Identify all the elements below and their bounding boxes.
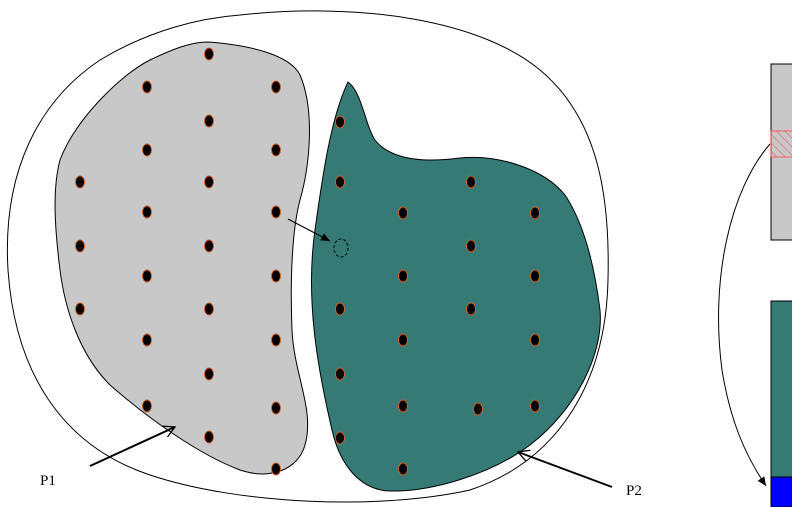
p1-dot (143, 81, 152, 93)
p2-dot (531, 207, 540, 219)
p1-dot (272, 81, 281, 93)
p2-dot (399, 207, 408, 219)
p1-dot (205, 48, 214, 60)
p1-dot (205, 303, 214, 315)
p2-dot (399, 400, 408, 412)
p2-dot (336, 176, 345, 188)
p1-dot (272, 402, 281, 414)
p1-dot (143, 400, 152, 412)
p1-dot (272, 206, 281, 218)
p2-dot (531, 400, 540, 412)
p2-pointer-arrow (518, 452, 612, 487)
p1-dot (76, 240, 85, 252)
transfer-curve-arrow (719, 144, 770, 486)
p2-dot (467, 240, 476, 252)
p1-dot (205, 176, 214, 188)
p2-dot (399, 270, 408, 282)
p1-dot (143, 206, 152, 218)
green-bar (771, 301, 792, 477)
p2-dot (531, 270, 540, 282)
blue-segment (771, 477, 792, 507)
p1-dot (272, 144, 281, 156)
p2-dot (474, 403, 483, 415)
p2-dot (467, 176, 476, 188)
p1-dot (143, 334, 152, 346)
p1-dot (76, 176, 85, 188)
p1-pointer-arrow (90, 427, 175, 466)
p2-dot (336, 368, 345, 380)
p1-dot (205, 115, 214, 127)
region-p2 (311, 82, 600, 491)
p1-dot (205, 368, 214, 380)
p1-dot (76, 303, 85, 315)
p1-dot (205, 240, 214, 252)
p2-dot (399, 334, 408, 346)
p2-dot (336, 432, 345, 444)
p2-label: P2 (626, 483, 642, 499)
p1-dot (272, 270, 281, 282)
p1-dot (205, 431, 214, 443)
hatched-segment (771, 131, 792, 157)
p1-dot (272, 334, 281, 346)
p1-label: P1 (40, 473, 56, 489)
p1-dot (272, 463, 281, 475)
p2-dot (336, 116, 345, 128)
p2-dot (336, 303, 345, 315)
p2-dot (467, 303, 476, 315)
p2-dot (531, 334, 540, 346)
p2-dot (399, 463, 408, 475)
p1-dot (143, 270, 152, 282)
p1-dot (143, 144, 152, 156)
